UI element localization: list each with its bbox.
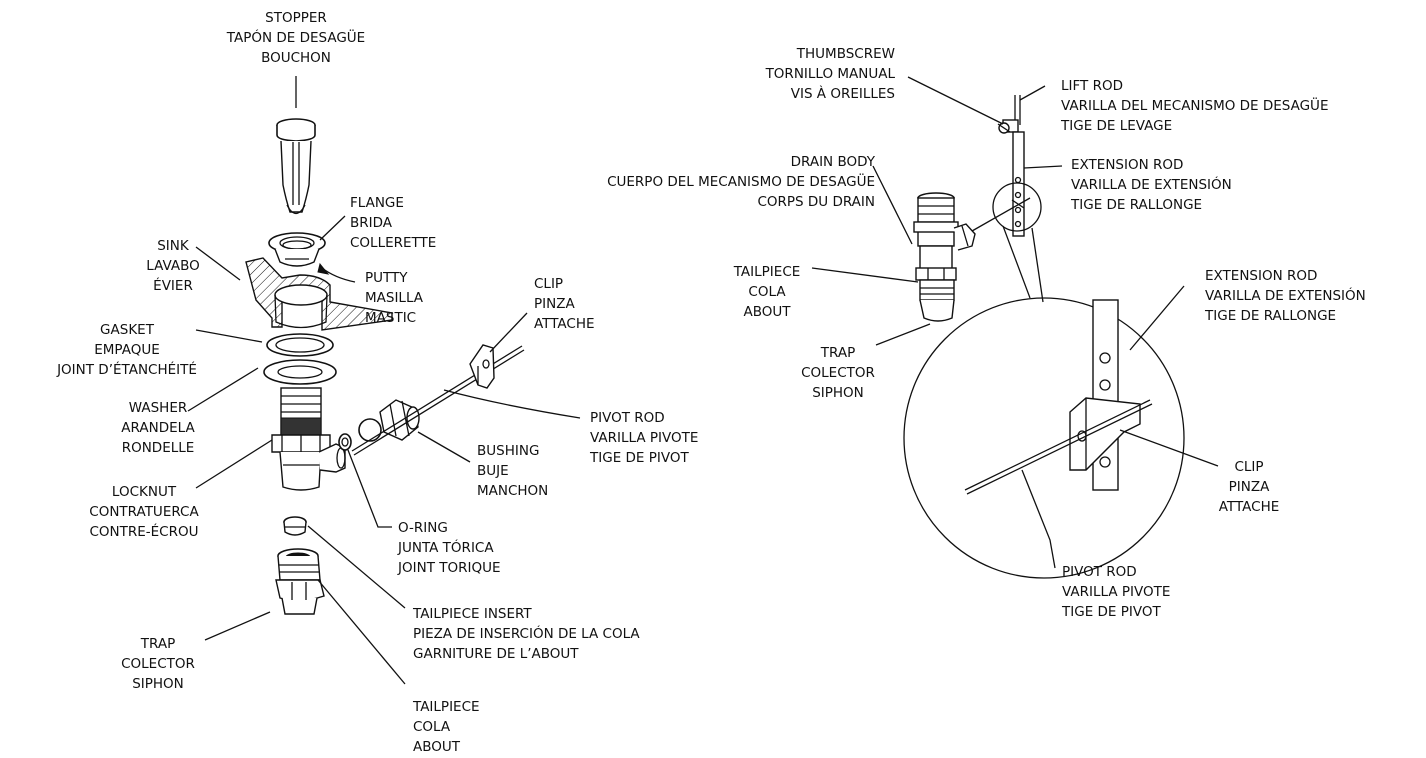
tailpiece-left-part — [275, 548, 325, 615]
pivot-ball-part — [358, 418, 382, 442]
tailpiece-insert-part — [283, 516, 307, 536]
detail-callout-circle-small — [992, 182, 1042, 232]
pivot-rod-small — [964, 197, 1031, 236]
detail-connector-line — [1002, 225, 1031, 299]
sink-part — [245, 257, 393, 331]
drain-body-left-part — [271, 387, 346, 491]
flange-part — [268, 232, 326, 267]
detail-connector-line — [1031, 227, 1044, 303]
gasket-part — [266, 333, 334, 357]
washer-part — [263, 359, 337, 385]
stopper-part — [276, 118, 316, 215]
detail-callout-circle-large — [903, 297, 1185, 579]
drain-body-right-part — [913, 192, 976, 322]
clip-left-part — [469, 344, 495, 389]
leader-lines — [187, 76, 1219, 685]
o-ring-part — [338, 433, 352, 451]
thumbscrew-part — [997, 119, 1019, 134]
bushing-part — [379, 399, 420, 441]
